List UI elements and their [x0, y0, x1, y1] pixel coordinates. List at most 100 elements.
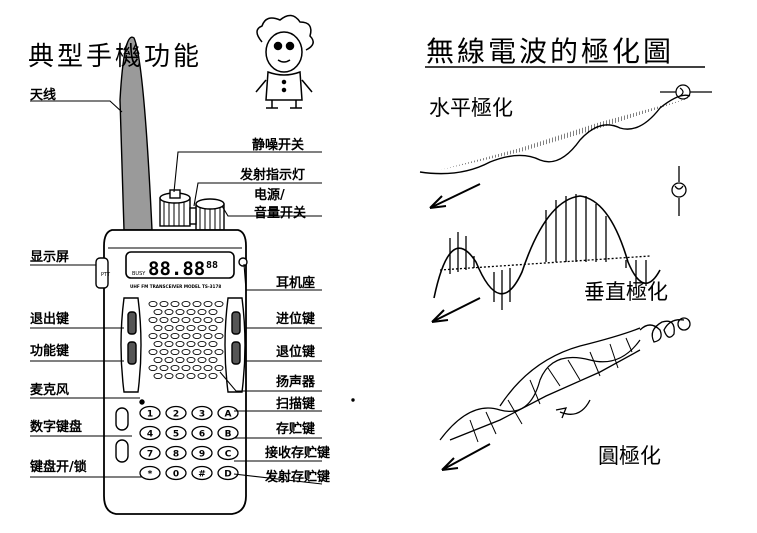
label-tx-store-key: 发射存贮键: [265, 470, 331, 485]
circular-antenna-icon: [677, 317, 691, 331]
right-title: 無線電波的極化圖: [426, 35, 675, 68]
speaker-hole: [181, 300, 191, 308]
label-antenna: 天线: [30, 88, 57, 103]
left-title: 典型手機功能: [28, 42, 203, 72]
label-earphone-jack: 耳机座: [276, 276, 316, 291]
radio-body: [103, 229, 247, 515]
speaker-hole: [214, 364, 224, 372]
squelch-knob: [159, 189, 191, 227]
speaker-hole: [186, 340, 196, 348]
speaker-hole: [192, 300, 202, 308]
speaker-hole: [148, 332, 158, 340]
radio-illustration: 88.88 88 BUSY PTT UHF FM TRANSCEIVER MOD…: [95, 36, 355, 515]
speaker-hole: [192, 364, 202, 372]
speaker-hole: [208, 308, 218, 316]
speaker-hole: [214, 348, 224, 356]
speaker-hole: [175, 340, 185, 348]
speaker-hole: [181, 364, 191, 372]
label-numeric-keypad: 数字键盘: [30, 420, 83, 435]
ptt-label: PTT: [101, 272, 111, 278]
earphone-jack: [238, 257, 248, 267]
speaker-hole: [175, 372, 185, 380]
antenna: [119, 36, 153, 231]
lcd-digits: 88.88: [148, 258, 205, 280]
keypad-key-label: 5: [173, 430, 179, 440]
label-tx-indicator: 发射指示灯: [240, 168, 306, 183]
speaker-hole: [186, 356, 196, 364]
model-text: UHF FM TRANSCEIVER MODEL TS-3178: [130, 284, 221, 289]
speaker-hole: [197, 356, 207, 364]
label-display: 显示屏: [30, 250, 70, 265]
keypad-key-label: 8: [173, 450, 179, 460]
right-side-keys: [224, 297, 246, 393]
keypad-key: 1: [139, 405, 161, 421]
speaker-hole: [148, 364, 158, 372]
mic-hole: [139, 399, 145, 405]
keypad-key: 5: [165, 425, 187, 441]
keypad-key: 3: [191, 405, 213, 421]
vertical-antenna-icon: [671, 182, 687, 198]
speaker-hole: [164, 356, 174, 364]
keypad-key-label: 7: [147, 450, 153, 460]
keypad-key: C: [217, 445, 239, 461]
speaker-hole: [192, 332, 202, 340]
keypad-key: 6: [191, 425, 213, 441]
speaker-hole: [164, 308, 174, 316]
speaker-hole: [203, 316, 213, 324]
label-exit-key: 退出键: [30, 312, 70, 327]
speaker-hole: [192, 348, 202, 356]
circular-wave: [439, 317, 691, 471]
keypad-key: 9: [191, 445, 213, 461]
speaker-hole: [175, 356, 185, 364]
keypad-key-label: *: [148, 470, 153, 480]
keypad-key-label: A: [225, 410, 232, 420]
speaker-hole: [175, 308, 185, 316]
speaker-hole: [208, 324, 218, 332]
speaker-hole: [192, 316, 202, 324]
keypad-key-label: 3: [199, 410, 205, 420]
label-squelch-switch: 静噪开关: [252, 138, 305, 153]
label-back-key: 退位键: [276, 345, 316, 360]
label-horizontal-polarization: 水平極化: [429, 96, 513, 120]
speaker-hole: [197, 340, 207, 348]
label-vertical-polarization: 垂直極化: [584, 280, 668, 304]
lcd-screen: [125, 251, 235, 279]
speaker-hole: [159, 364, 169, 372]
keypad-key: 8: [165, 445, 187, 461]
label-rx-store-key: 接收存贮键: [265, 446, 331, 461]
keypad-key-label: D: [224, 470, 231, 480]
speaker-hole: [214, 300, 224, 308]
speaker-hole: [186, 324, 196, 332]
label-microphone: 麦克风: [30, 383, 70, 398]
speaker-grille: [148, 300, 224, 380]
speaker-hole: [203, 332, 213, 340]
label-store-key: 存贮键: [276, 422, 316, 437]
speaker-hole: [164, 340, 174, 348]
keypad-key-label: 2: [173, 410, 179, 420]
speaker-hole: [170, 300, 180, 308]
speaker-hole: [208, 356, 218, 364]
keypad-key-label: 4: [147, 430, 153, 440]
speaker-hole: [197, 324, 207, 332]
keypad-key: A: [217, 405, 239, 421]
keypad-key-label: 6: [199, 430, 205, 440]
speaker-hole: [164, 372, 174, 380]
leader-lines: [30, 100, 323, 485]
speaker-hole: [203, 364, 213, 372]
keypad-key-label: 0: [173, 470, 179, 480]
speaker-hole: [214, 332, 224, 340]
speaker-hole: [159, 316, 169, 324]
speaker-hole: [181, 316, 191, 324]
speaker-hole: [197, 308, 207, 316]
vertical-wave: [431, 166, 687, 323]
keypad-key: *: [139, 465, 161, 481]
keypad-key: D: [217, 465, 239, 481]
speaker-hole: [153, 356, 163, 364]
speaker-hole: [197, 372, 207, 380]
speaker-hole: [148, 348, 158, 356]
speaker-hole: [208, 372, 218, 380]
ptt-button: [95, 257, 109, 289]
keypad-key: B: [217, 425, 239, 441]
